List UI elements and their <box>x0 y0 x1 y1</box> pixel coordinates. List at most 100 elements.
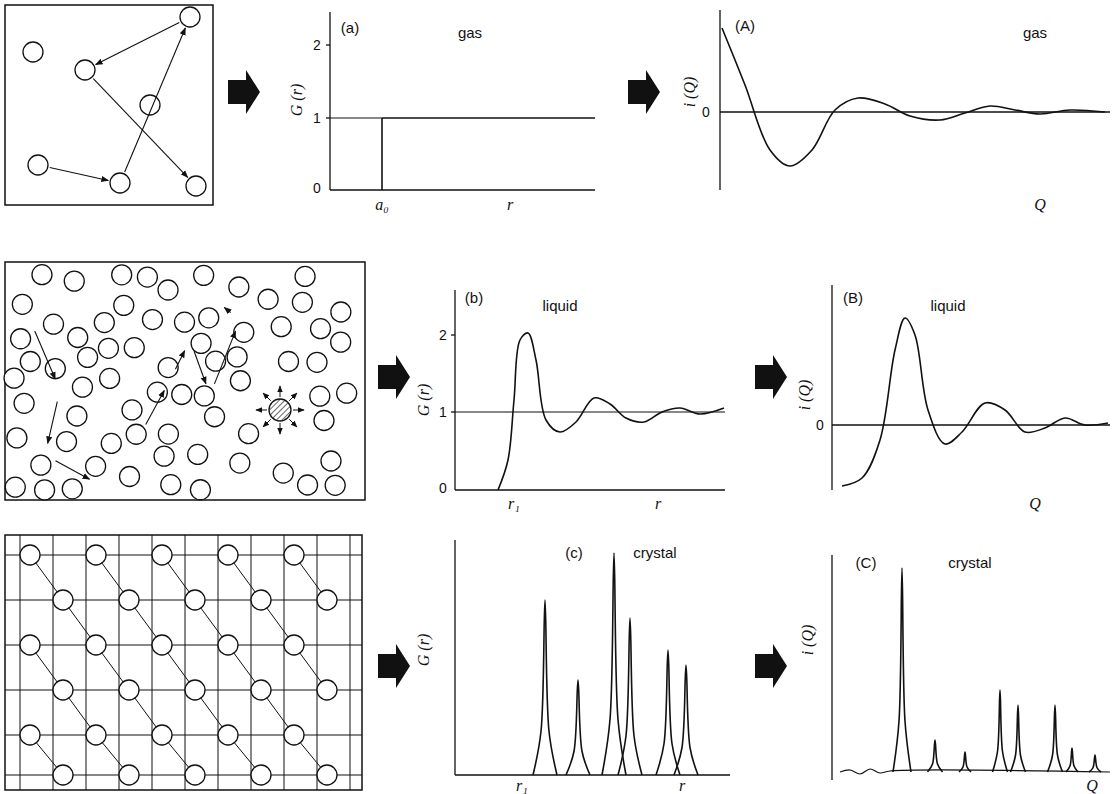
line <box>5 735 362 736</box>
molecule <box>147 382 167 402</box>
line <box>832 424 1110 425</box>
molecule <box>14 393 34 413</box>
axis-label: G (r) <box>289 84 305 116</box>
vibration-arrow <box>263 419 271 427</box>
molecule <box>190 480 210 500</box>
line <box>5 555 362 556</box>
molecule <box>186 176 206 196</box>
molecule <box>251 590 271 610</box>
molecule <box>292 292 312 312</box>
molecule <box>295 266 315 286</box>
molecule <box>94 313 114 333</box>
axis-label: a₀ <box>375 197 389 213</box>
molecule <box>35 480 55 500</box>
axis-label: r₁ <box>516 778 528 794</box>
line <box>53 535 54 790</box>
line <box>454 540 455 775</box>
line <box>382 117 595 119</box>
molecule <box>57 432 77 452</box>
frame <box>5 535 362 790</box>
molecule <box>307 352 327 372</box>
line <box>185 535 186 790</box>
molecule <box>331 302 351 322</box>
molecule <box>112 265 132 285</box>
molecule <box>119 765 139 785</box>
molecule <box>11 329 31 349</box>
curve <box>993 690 1008 772</box>
transform-arrow <box>378 355 410 399</box>
axis-label: Q <box>1086 778 1098 794</box>
molecule <box>75 60 95 80</box>
line <box>451 334 455 335</box>
line <box>218 535 219 790</box>
line <box>455 774 730 775</box>
molecule <box>154 446 174 466</box>
molecule <box>258 289 278 309</box>
molecule <box>180 7 200 27</box>
tick-label: 0 <box>439 481 447 495</box>
molecule <box>229 277 249 297</box>
molecule <box>120 467 140 487</box>
panel-label: crystal <box>633 545 676 560</box>
molecule <box>337 383 357 403</box>
curve <box>566 680 590 775</box>
axis-label: G (r) <box>416 384 432 416</box>
molecule <box>321 451 341 471</box>
tick-label: 1 <box>439 405 447 419</box>
molecule <box>64 271 84 291</box>
curve <box>533 600 557 775</box>
axis-label: G (r) <box>416 634 432 666</box>
molecule <box>239 424 259 444</box>
molecule <box>158 280 178 300</box>
molecule <box>5 477 25 497</box>
molecule <box>317 765 337 785</box>
tick-label: 0 <box>313 181 321 195</box>
molecule <box>114 295 134 315</box>
molecule <box>86 456 106 476</box>
line <box>831 285 832 490</box>
molecule <box>152 545 172 565</box>
molecule <box>188 444 208 464</box>
molecule <box>126 424 146 444</box>
curve <box>1066 748 1078 772</box>
molecule <box>62 479 82 499</box>
molecule <box>317 590 337 610</box>
curve <box>498 333 724 490</box>
tick-label: 1 <box>313 111 321 125</box>
line <box>86 535 87 790</box>
path-arrow <box>35 331 56 379</box>
plot-c <box>455 540 730 775</box>
tick-label: 0 <box>816 418 824 432</box>
path-arrow <box>93 79 187 178</box>
molecule <box>98 338 118 358</box>
molecule <box>218 725 238 745</box>
molecule <box>310 386 330 406</box>
panel-label: liquid <box>542 298 577 313</box>
line <box>831 555 832 780</box>
molecule <box>53 765 73 785</box>
molecule <box>124 338 144 358</box>
line <box>119 535 120 790</box>
molecule <box>137 267 157 287</box>
line <box>455 412 725 413</box>
panel-label: crystal <box>948 555 991 570</box>
line <box>455 489 725 490</box>
transform-arrow <box>378 644 410 688</box>
panel-label: (b) <box>465 290 483 305</box>
molecule <box>172 384 192 404</box>
line <box>20 535 21 790</box>
molecule <box>68 327 88 347</box>
curve <box>842 318 1108 486</box>
curve <box>1089 755 1101 772</box>
molecule <box>185 680 205 700</box>
molecule <box>271 317 291 337</box>
curve <box>840 769 1110 774</box>
gas-illustration <box>5 5 213 205</box>
vibration-arrow <box>289 419 297 427</box>
curve <box>959 752 971 772</box>
liquid-illustration <box>4 262 365 500</box>
molecule <box>251 765 271 785</box>
axis-label: r <box>679 778 685 794</box>
plot-C <box>832 555 1110 780</box>
